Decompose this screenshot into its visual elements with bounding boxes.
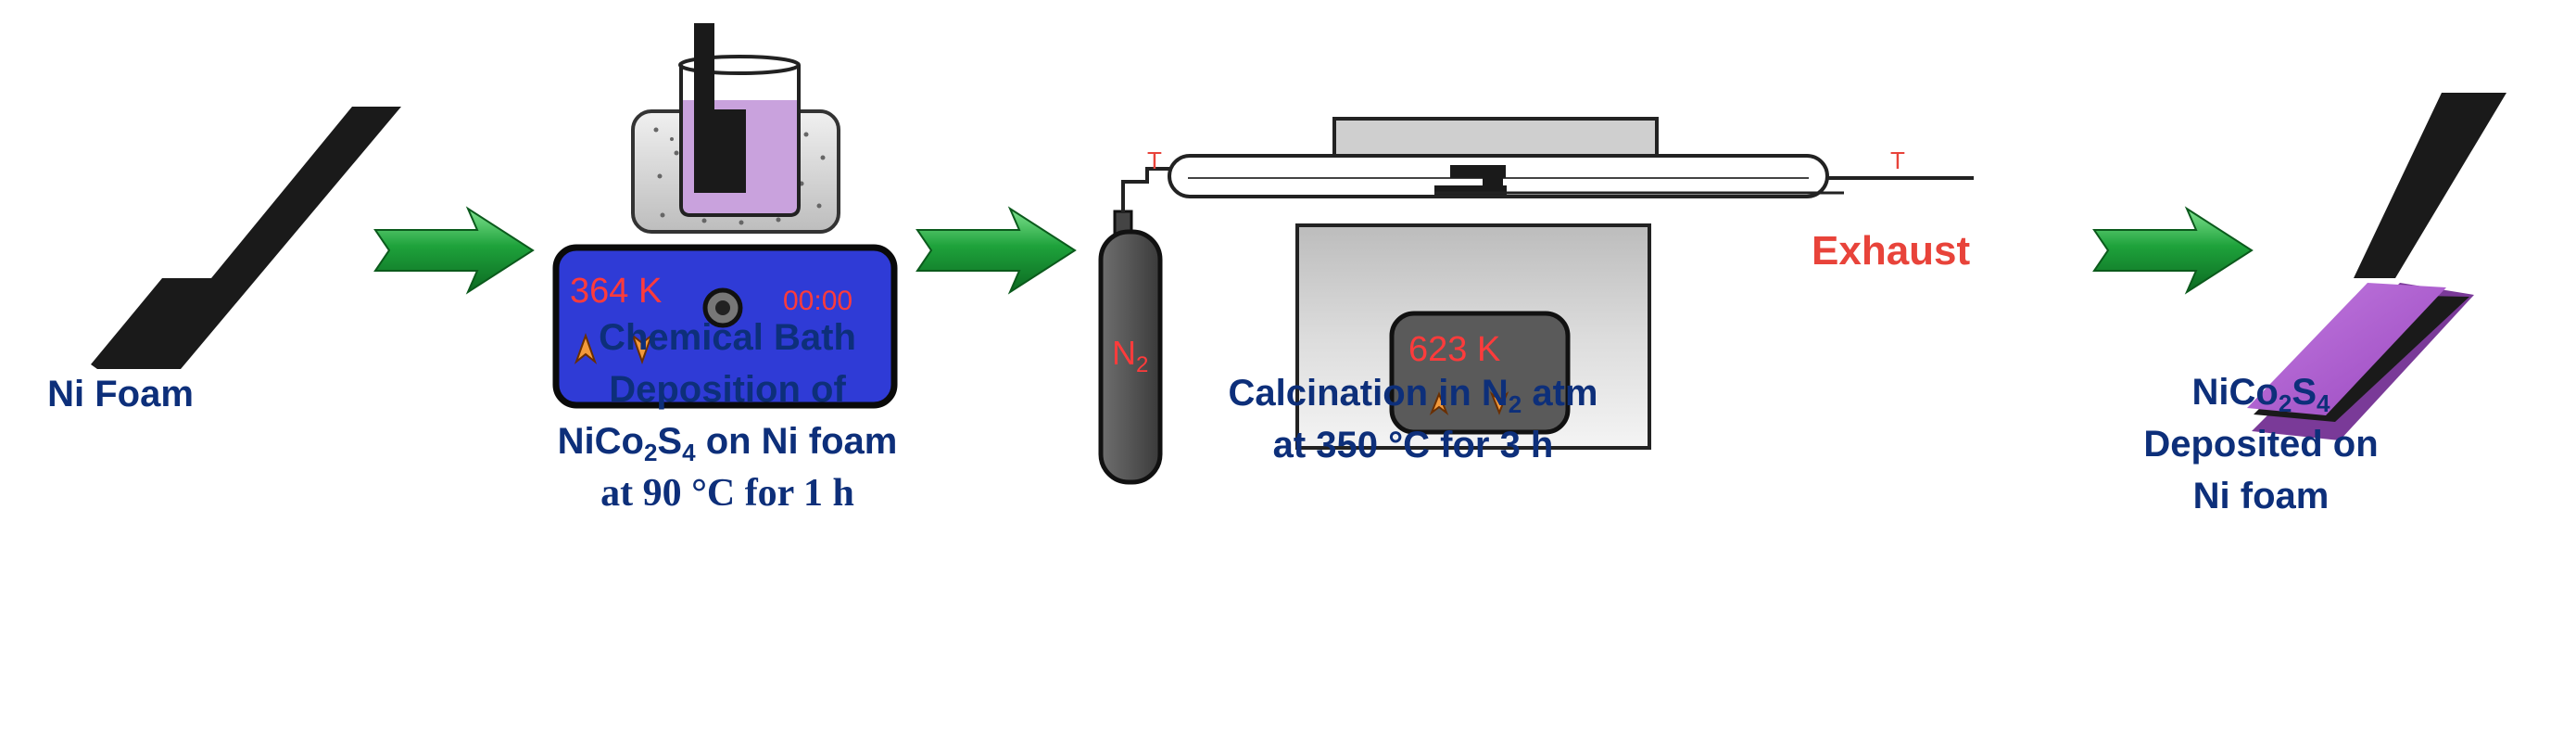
- step-label-calcination: Calcination in N2 atm at 350 °C for 3 h: [1154, 367, 1673, 471]
- ni-foam-strip: [91, 107, 401, 369]
- label-line: Chemical Bath: [599, 317, 856, 358]
- up-button-icon: [1429, 391, 1449, 415]
- n2-cylinder: [1098, 210, 1163, 485]
- label-line: NiCo2S4 on Ni foam: [557, 421, 898, 466]
- step-label-chemical-bath: Chemical Bath Deposition of NiCo2S4 on N…: [505, 312, 950, 519]
- arrow-3: [2092, 206, 2254, 295]
- up-button-icon: [574, 333, 598, 364]
- chemical-bath-setup: [552, 23, 898, 409]
- step-label-ni-foam: Ni Foam: [47, 374, 194, 414]
- step-label-product: NiCo2S4 Deposited on Ni foam: [2122, 366, 2400, 522]
- label-line: NiCo2S4: [2191, 372, 2330, 417]
- arrow-2: [915, 206, 1077, 295]
- label-line: at 90 °C for 1 h: [600, 472, 854, 515]
- coated-ni-foam: [2247, 93, 2507, 440]
- valve-mark-outlet: T: [1890, 147, 1905, 174]
- down-button-icon: [1489, 391, 1509, 415]
- valve-mark-inlet: T: [1147, 147, 1162, 174]
- label-line: Deposited on: [2143, 424, 2379, 465]
- hotplate-temperature: 364 K: [570, 272, 663, 311]
- exhaust-label: Exhaust: [1812, 228, 1971, 274]
- label-line: Ni foam: [2192, 476, 2330, 516]
- down-button-icon: [630, 333, 654, 364]
- hotplate-timer: 00:00: [783, 286, 853, 316]
- label-line: Calcination in N2 atm: [1228, 373, 1598, 418]
- label-line: at 350 °C for 3 h: [1272, 425, 1554, 465]
- arrow-1: [373, 206, 535, 295]
- cylinder-label: N2: [1112, 334, 1149, 377]
- label-line: Deposition of: [609, 369, 846, 410]
- furnace-temperature: 623 K: [1408, 330, 1501, 369]
- tube-furnace-setup: [1098, 117, 1974, 485]
